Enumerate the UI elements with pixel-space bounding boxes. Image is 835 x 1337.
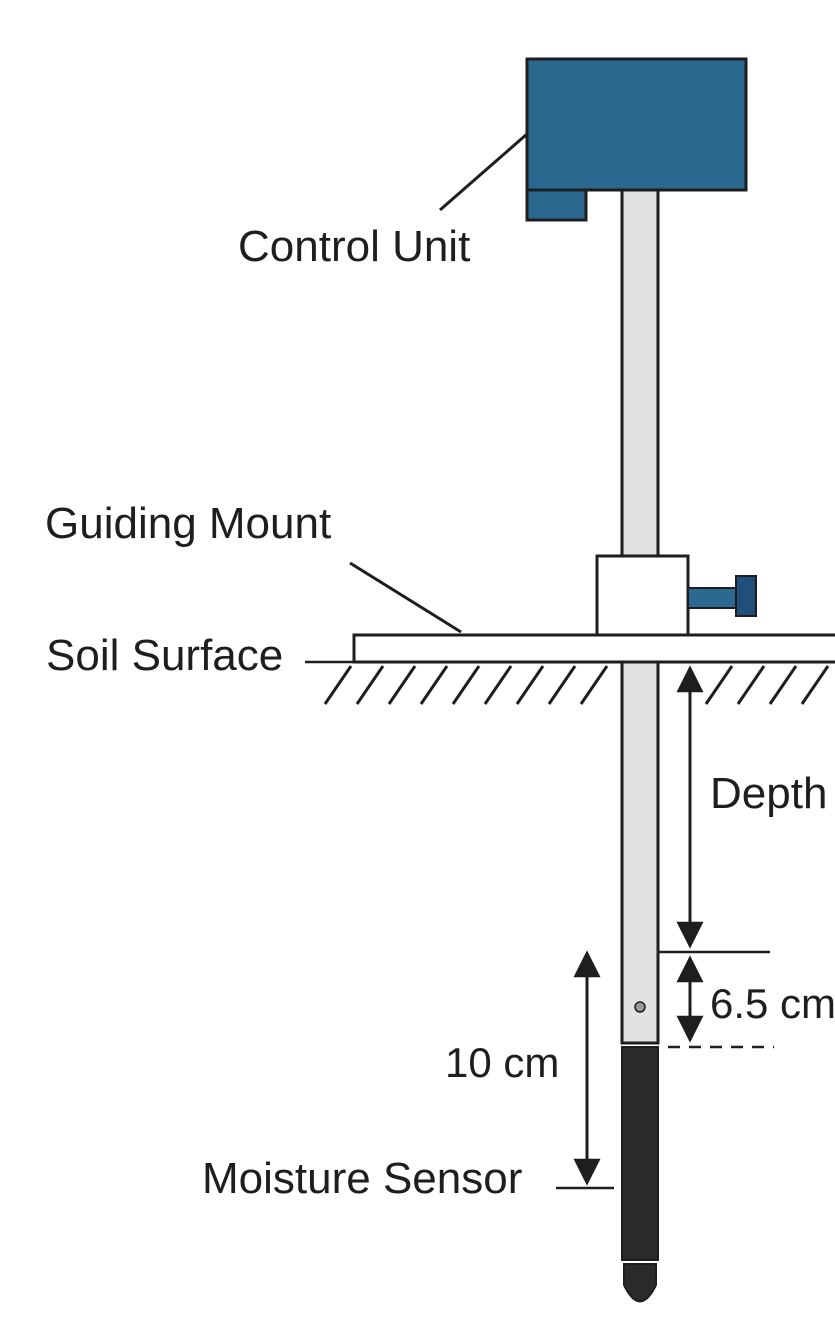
upper-rod xyxy=(620,188,660,560)
mount-clamp-block xyxy=(595,554,690,637)
control-unit-leader xyxy=(439,132,528,212)
control-unit-label: Control Unit xyxy=(238,222,470,271)
guiding-mount-label: Guiding Mount xyxy=(45,499,331,548)
lower-rod xyxy=(620,660,660,1045)
offset-label: 6.5 cm xyxy=(710,980,835,1027)
rod-pin xyxy=(634,1001,646,1013)
depth-label: Depth xyxy=(710,769,827,818)
clamp-knob xyxy=(735,575,757,617)
mount-base-plate xyxy=(352,633,835,664)
clamp-screw xyxy=(687,587,739,609)
sensor-body xyxy=(621,1046,659,1261)
soil-hatching xyxy=(323,665,830,705)
guiding-mount-leader xyxy=(349,561,462,634)
sensor-length-label: 10 cm xyxy=(445,1039,559,1086)
sensor-tip xyxy=(623,1263,657,1303)
moisture-sensor-label: Moisture Sensor xyxy=(202,1154,522,1203)
soil-surface-label: Soil Surface xyxy=(46,631,283,680)
control-unit-connector xyxy=(525,188,588,222)
control-unit-box xyxy=(525,57,748,192)
